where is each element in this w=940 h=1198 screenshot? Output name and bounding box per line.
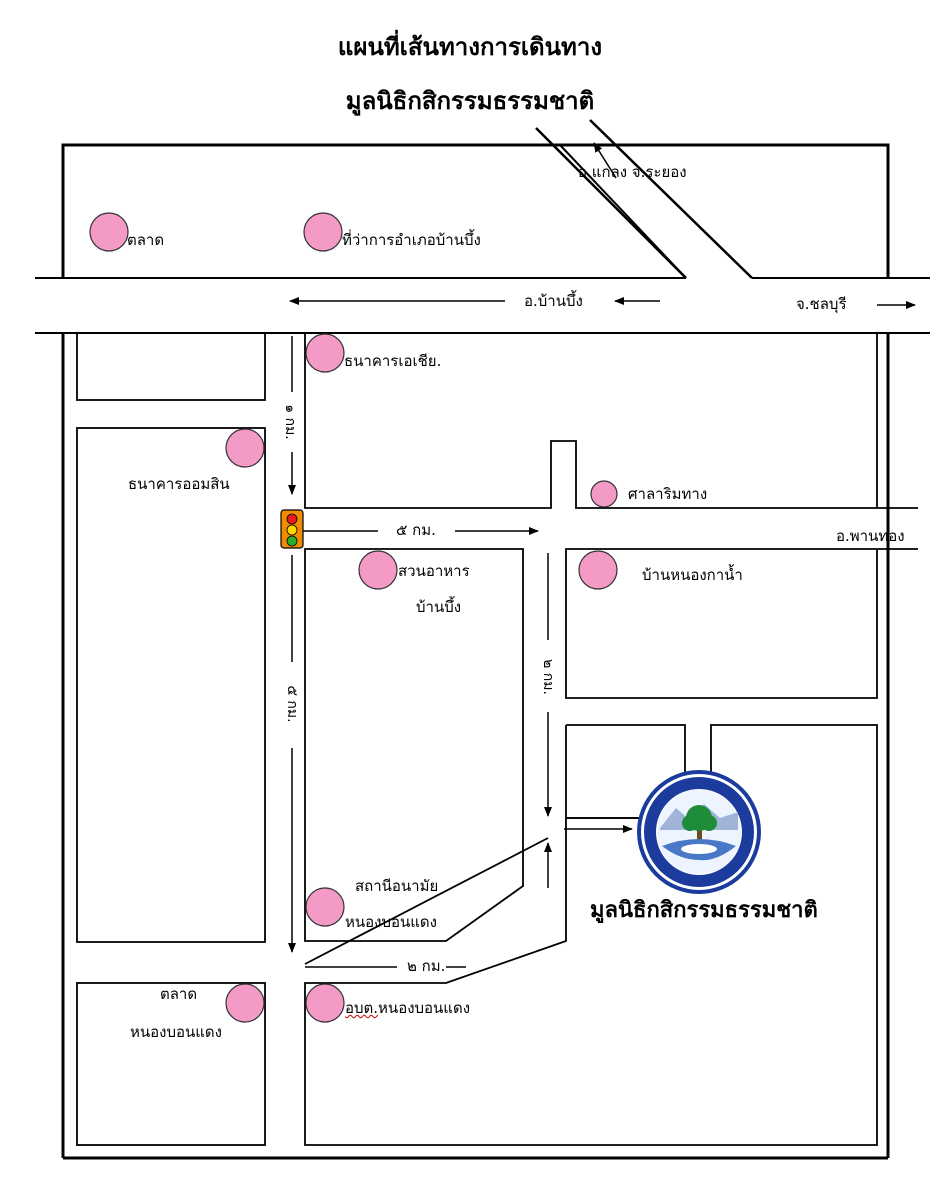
market-top-marker [89,212,129,252]
direction-arrows [288,142,916,968]
gsb-bank-label: ธนาคารออมสิน [128,475,230,493]
gsb-bank-marker [225,428,265,468]
obt-marker [305,983,345,1023]
nong-ka-nam-label: บ้านหนองกาน้ำ [642,566,743,584]
market-bottom-label-2: หนองบอนแดง [130,1023,222,1041]
district-office-marker [303,212,343,252]
market-bottom-label-1: ตลาด [160,985,198,1003]
sala-label: ศาลาริมทาง [628,485,708,503]
health-station-label-2: หนองบอนแดง [345,913,437,931]
district-office-label: ที่ว่าการอำเภอบ้านบึ้ง [342,231,481,249]
distance-1km-label: ๑ กม. [282,404,298,440]
chonburi-road-label: จ.ชลบุรี [796,295,847,313]
foundation-logo-icon [637,770,761,894]
obt-label-rest: หนองบอนแดง [378,999,471,1017]
market-top-label: ตลาด [127,231,165,249]
outer-frame [61,143,890,1160]
traffic-light-icon [280,509,304,549]
health-station-marker [305,887,345,927]
asia-bank-label: ธนาคารเอเชีย. [344,352,442,370]
phan-thong-road-label: อ.พานทอง [836,527,905,545]
restaurant-marker [358,550,398,590]
health-station-label-1: สถานีอนามัย [355,877,439,895]
ban-bueng-road-label: อ.บ้านบึ้ง [524,292,583,310]
distance-2km-horizontal-label: ๒ กม. [407,957,446,975]
distance-5km-vertical-label: ๕ กม. [284,685,300,723]
sala-marker [590,480,618,508]
rayong-road-label: อ.แกลง จ.ระยอง [578,163,687,181]
restaurant-label-2: บ้านบึ้ง [416,598,462,616]
market-bottom-marker [225,983,265,1023]
distance-5km-horizontal-label: ๕ กม. [396,521,436,539]
obt-label: อบต.หนองบอนแดง [345,998,470,1018]
obt-label-prefix: อบต. [345,999,379,1017]
restaurant-label-1: สวนอาหาร [398,562,470,580]
nong-ka-nam-marker [578,550,618,590]
top-block-diagonal [559,144,687,279]
asia-bank-marker [305,333,345,373]
distance-2km-vertical-label: ๒ กม. [540,659,556,695]
map-subtitle: มูลนิธิกสิกรรมธรรมชาติ [345,87,595,115]
foundation-label: มูลนิธิกสิกรรมธรรมชาติ [590,898,818,923]
place-markers [89,212,618,1023]
map-title: แผนที่เส้นทางการเดินทาง [337,33,603,61]
